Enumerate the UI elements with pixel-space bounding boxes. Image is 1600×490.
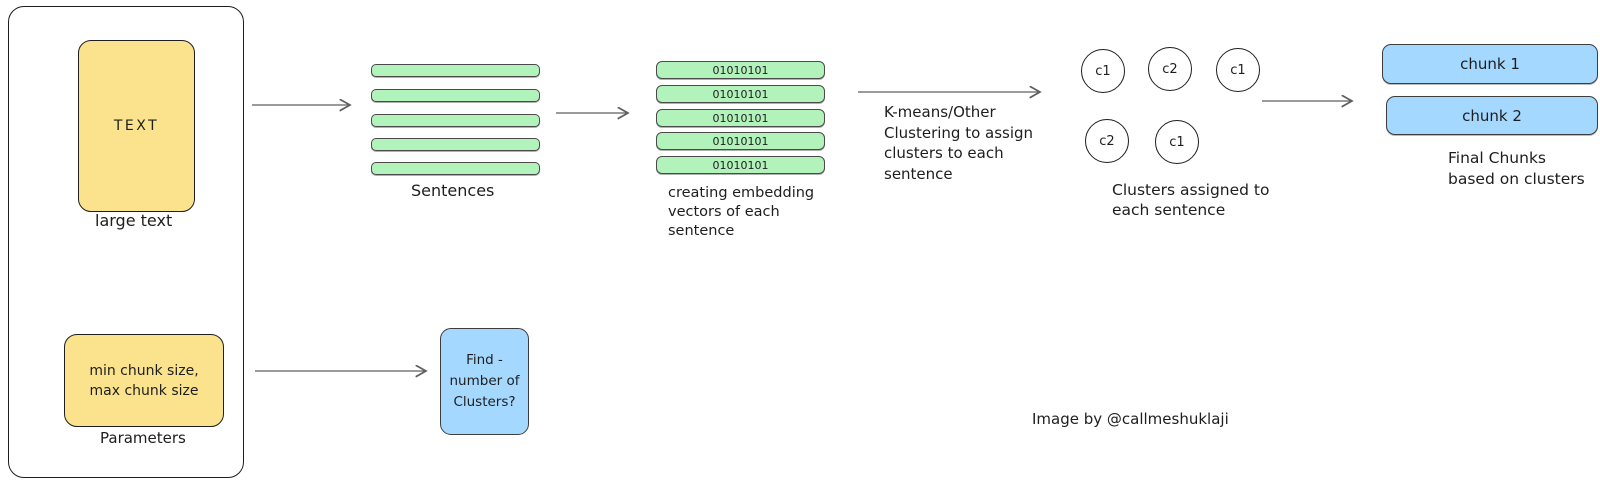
embedding-box: 01010101 xyxy=(656,132,825,150)
cluster-label: c1 xyxy=(1230,62,1246,78)
clustering-annotation-line: K-means/Other xyxy=(884,103,996,121)
find-clusters-line: Clusters? xyxy=(453,394,516,410)
embeddings-caption-line: sentence xyxy=(668,223,735,239)
clusters-caption-line: each sentence xyxy=(1112,201,1226,219)
large-text-box: TEXT xyxy=(78,40,195,212)
cluster-circle: c1 xyxy=(1081,49,1125,93)
final-chunks-caption-line: Final Chunks xyxy=(1448,149,1546,167)
embedding-box: 01010101 xyxy=(656,156,825,174)
find-clusters-line: number of xyxy=(449,373,520,389)
clustering-annotation-line: Clustering to assign xyxy=(884,123,1034,142)
large-text-caption: large text xyxy=(95,211,173,230)
sentence-bar xyxy=(371,64,540,77)
cluster-circle: c2 xyxy=(1085,119,1129,163)
embedding-value: 01010101 xyxy=(712,111,769,125)
cluster-label: c1 xyxy=(1095,63,1111,79)
embedding-box: 01010101 xyxy=(656,109,825,127)
chunk-box: chunk 2 xyxy=(1386,96,1598,135)
embeddings-caption-line: vectors of each xyxy=(668,204,780,220)
sentence-bar xyxy=(371,89,540,102)
cluster-circle: c1 xyxy=(1155,120,1199,164)
final-chunks-caption: Final Chunks based on clusters xyxy=(1448,148,1585,190)
embedding-value: 01010101 xyxy=(712,63,769,77)
embedding-box: 01010101 xyxy=(656,85,825,103)
cluster-label: c1 xyxy=(1169,134,1185,150)
embedding-value: 01010101 xyxy=(712,158,769,172)
chunk-label: chunk 2 xyxy=(1462,106,1522,125)
sentences-label: Sentences xyxy=(411,181,495,200)
embedding-value: 01010101 xyxy=(712,134,769,148)
clustering-annotation-line: sentence xyxy=(884,164,953,183)
find-clusters-box: Find - number of Clusters? xyxy=(440,328,529,435)
cluster-circle: c2 xyxy=(1148,47,1192,91)
sentence-bar xyxy=(371,114,540,127)
embedding-value: 01010101 xyxy=(712,87,769,101)
clusters-caption: Clusters assigned to each sentence xyxy=(1112,180,1270,220)
parameters-line: min chunk size, xyxy=(89,362,199,379)
final-chunks-caption-line: based on clusters xyxy=(1448,170,1585,188)
find-clusters-line: Find - xyxy=(466,352,503,368)
sentence-bar xyxy=(371,138,540,151)
cluster-label: c2 xyxy=(1162,61,1178,77)
clustering-annotation-line: clusters to each xyxy=(884,144,1004,162)
embeddings-caption-line: creating embedding xyxy=(668,185,815,201)
large-text-box-label: TEXT xyxy=(113,118,160,134)
clustering-annotation: K-means/Other Clustering to assign clust… xyxy=(884,102,1033,184)
parameters-caption: Parameters xyxy=(100,429,186,447)
parameters-line: max chunk size xyxy=(89,382,199,399)
embeddings-caption: creating embedding vectors of each sente… xyxy=(668,184,814,241)
embedding-box: 01010101 xyxy=(656,61,825,79)
chunk-box: chunk 1 xyxy=(1382,44,1598,84)
parameters-box: min chunk size, max chunk size xyxy=(64,334,224,427)
image-credit: Image by @callmeshuklaji xyxy=(1032,410,1229,428)
cluster-label: c2 xyxy=(1099,133,1115,149)
clusters-caption-line: Clusters assigned to xyxy=(1112,181,1270,199)
chunk-label: chunk 1 xyxy=(1460,55,1520,73)
sentence-bar xyxy=(371,162,540,175)
cluster-circle: c1 xyxy=(1216,48,1260,92)
